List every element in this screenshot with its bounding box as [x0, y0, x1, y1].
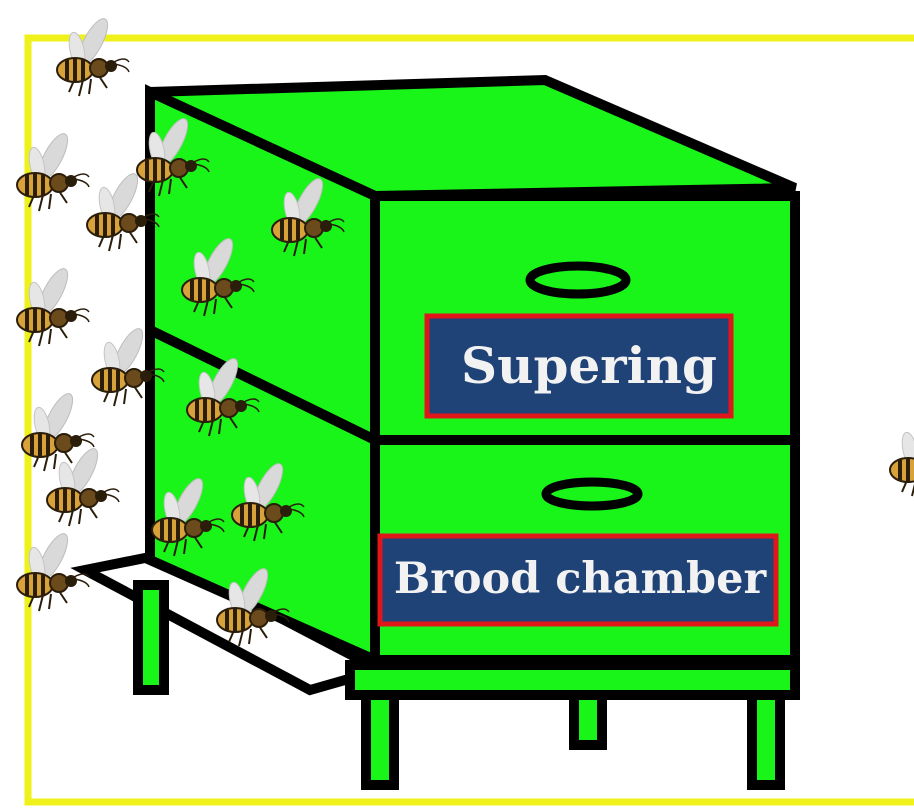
- brood-chamber-label: Brood chamber: [380, 536, 776, 624]
- supering-text: Supering: [461, 336, 717, 395]
- supering-label: Supering: [427, 316, 731, 416]
- bee-icon: [57, 15, 129, 96]
- super-handhold: [530, 266, 626, 294]
- bee-icon: [890, 415, 914, 496]
- brood-chamber-text: Brood chamber: [394, 554, 768, 604]
- bee-icon: [47, 445, 119, 526]
- brood-handhold: [546, 482, 638, 506]
